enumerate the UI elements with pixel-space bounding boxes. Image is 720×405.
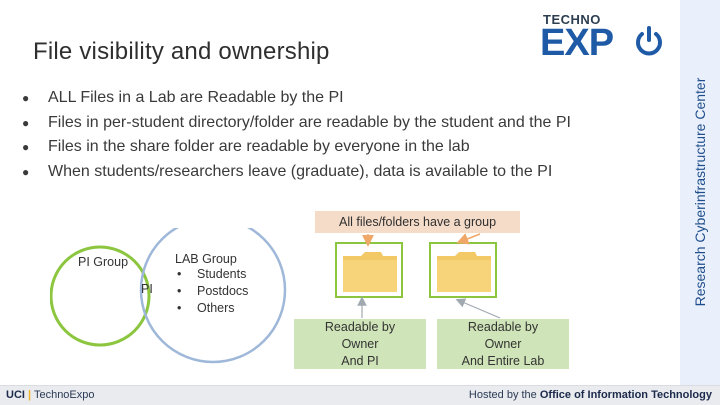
- pi-group-label: PI Group: [78, 255, 129, 269]
- folder-icon: [343, 252, 397, 292]
- permission-box-share: Readable by Owner And Entire Lab: [437, 319, 569, 369]
- logo-main-text: EXP: [540, 22, 614, 64]
- bullet-text: Files in the share folder are readable b…: [48, 138, 470, 155]
- bullet-dot: ●: [22, 115, 30, 130]
- logo-top-text: TECHNO: [543, 12, 601, 27]
- folder-icon: [437, 252, 491, 292]
- arrow-from-box-2: [455, 298, 501, 319]
- student-folder[interactable]: [335, 242, 403, 298]
- sidebar-strip: [680, 0, 720, 385]
- slide: File visibility and ownership TECHNO EXP…: [22, 12, 666, 369]
- footer-org: UCI: [6, 389, 25, 401]
- sidebar-title: Research Cyberinfrastructure Center: [692, 77, 708, 307]
- lab-member-item: •Others: [177, 301, 235, 315]
- footer-host-org: Office of Information Technology: [539, 389, 712, 401]
- group-note-box: All files/folders have a group: [315, 211, 520, 233]
- bullet-text: ALL Files in a Lab are Readable by the P…: [48, 89, 344, 106]
- bullet-item: ● When students/researchers leave (gradua…: [22, 160, 571, 185]
- bullet-dot: ●: [22, 140, 30, 154]
- pi-group-circle: [50, 245, 151, 347]
- arrow-to-share-folder: [456, 233, 481, 245]
- bullet-dot: ●: [22, 164, 30, 179]
- bullet-dot: ●: [22, 91, 30, 105]
- power-icon: [636, 26, 662, 56]
- footer-hosted-prefix: Hosted by the: [468, 389, 540, 401]
- footer-bar: UCI | TechnoExpo Hosted by the Office of…: [0, 385, 720, 405]
- venn-diagram: [50, 228, 287, 364]
- share-folder[interactable]: [429, 242, 497, 298]
- bullet-item: ● ALL Files in a Lab are Readable by the …: [22, 86, 571, 111]
- bullet-list: ● ALL Files in a Lab are Readable by the …: [22, 86, 571, 184]
- lab-member-item: •Postdocs: [177, 284, 249, 298]
- lab-members-list: •Students •Postdocs •Others: [173, 266, 248, 317]
- techno-expo-logo: TECHNO EXP: [540, 12, 666, 68]
- lab-group-circle: [139, 228, 287, 364]
- bullet-text: When students/researchers leave (graduat…: [48, 162, 553, 180]
- bullet-item: ● Files in the share folder are readable …: [22, 135, 571, 160]
- footer-left: UCI | TechnoExpo: [6, 389, 95, 401]
- footer-right: Hosted by the Office of Information Tech…: [469, 389, 712, 401]
- lab-group-label: LAB Group: [175, 252, 237, 266]
- slide-title: File visibility and ownership: [33, 38, 330, 65]
- bullet-item: ● Files in per-student directory/folder a…: [22, 111, 571, 136]
- bullet-text: Files in per-student directory/folder ar…: [48, 113, 571, 131]
- footer-separator: |: [28, 389, 32, 401]
- lab-member-item: •Students: [177, 267, 247, 281]
- permission-box-student: Readable by Owner And PI: [294, 319, 426, 369]
- pi-label: PI: [141, 282, 153, 296]
- footer-event: TechnoExpo: [33, 389, 95, 401]
